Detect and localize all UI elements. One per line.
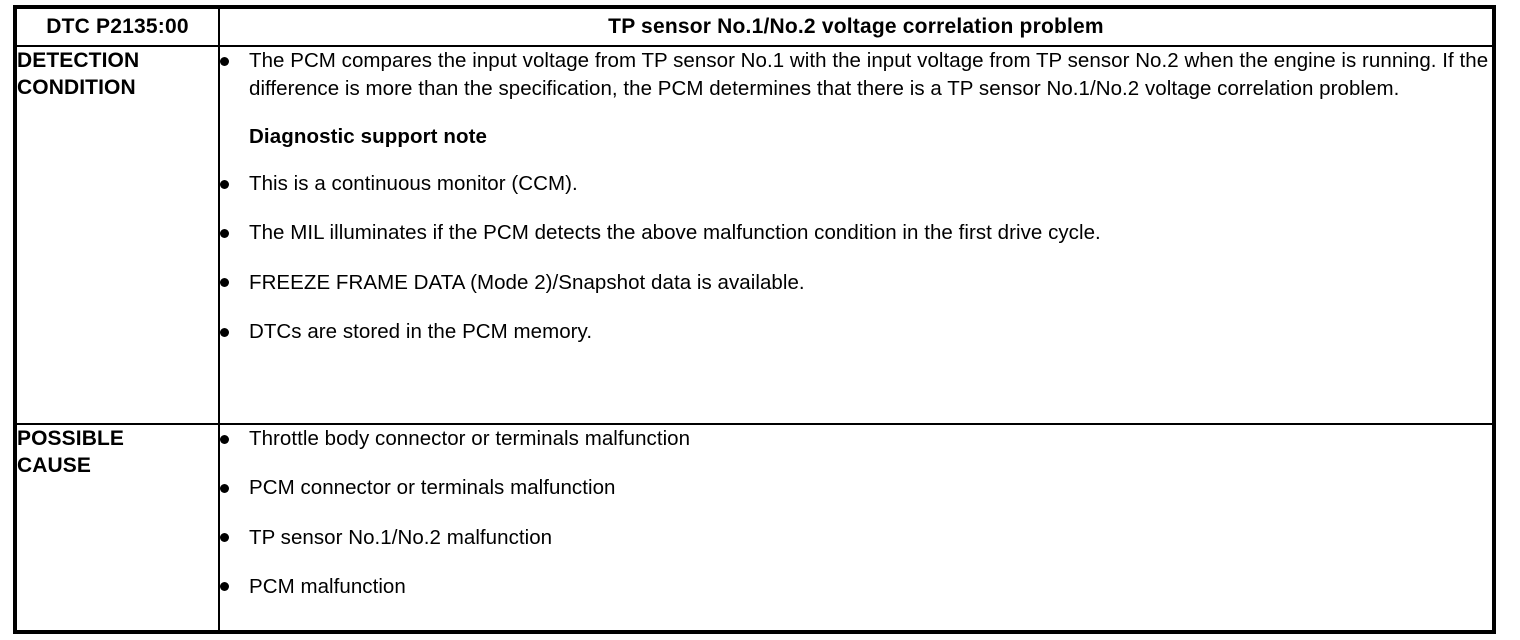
table-row-detection-condition: DETECTION CONDITION The PCM compares the… (15, 45, 1494, 425)
diagnostic-support-note-heading: Diagnostic support note (249, 124, 488, 148)
list-item: This is a continuous monitor (CCM). (220, 170, 1492, 198)
detection-condition-bullets-primary: The PCM compares the input voltage from … (220, 47, 1492, 104)
bullet-dot-icon (220, 533, 229, 543)
list-item-text: PCM connector or terminals malfunction (249, 476, 616, 500)
possible-cause-content: Throttle body connector or terminals mal… (218, 423, 1494, 632)
possible-cause-bullets: Throttle body connector or terminals mal… (220, 425, 1492, 601)
dtc-title-cell: TP sensor No.1/No.2 voltage correlation … (218, 7, 1494, 47)
dtc-table: DTC P2135:00 TP sensor No.1/No.2 voltage… (13, 5, 1496, 634)
section-label-detection-condition: DETECTION CONDITION (15, 45, 220, 425)
list-item: PCM malfunction (220, 573, 1492, 601)
bullet-dot-icon (220, 179, 229, 189)
table-row-header: DTC P2135:00 TP sensor No.1/No.2 voltage… (15, 7, 1494, 47)
bullet-dot-icon (220, 229, 229, 239)
section-label-line-1: POSSIBLE (17, 427, 124, 450)
dtc-code-cell: DTC P2135:00 (15, 7, 220, 47)
list-item-text: FREEZE FRAME DATA (Mode 2)/Snapshot data… (249, 270, 805, 294)
list-item-text: TP sensor No.1/No.2 malfunction (249, 525, 553, 549)
bullet-dot-icon (220, 327, 229, 337)
list-item: FREEZE FRAME DATA (Mode 2)/Snapshot data… (220, 269, 1492, 297)
detection-condition-content: The PCM compares the input voltage from … (218, 45, 1494, 425)
list-item: TP sensor No.1/No.2 malfunction (220, 524, 1492, 552)
list-item: Throttle body connector or terminals mal… (220, 425, 1492, 453)
list-item-text: This is a continuous monitor (CCM). (249, 172, 578, 196)
list-item-text: Throttle body connector or terminals mal… (249, 427, 691, 450)
list-item: PCM connector or terminals malfunction (220, 474, 1492, 502)
bullet-dot-icon (220, 56, 229, 66)
table-row-possible-cause: POSSIBLE CAUSE Throttle body connector o… (15, 423, 1494, 632)
list-item: The MIL illuminates if the PCM detects t… (220, 219, 1492, 247)
bullet-dot-icon (220, 434, 229, 444)
bullet-dot-icon (220, 278, 229, 288)
section-label-line-2: CONDITION (17, 76, 136, 100)
section-label-line-1: DETECTION (17, 49, 140, 72)
list-item: DTCs are stored in the PCM memory. (220, 318, 1492, 346)
detection-condition-bullets-secondary: This is a continuous monitor (CCM). The … (220, 170, 1492, 346)
section-label-possible-cause: POSSIBLE CAUSE (15, 423, 220, 632)
list-item-text: The MIL illuminates if the PCM detects t… (249, 221, 1101, 245)
bullet-dot-icon (220, 483, 229, 493)
list-item-text: PCM malfunction (249, 574, 406, 598)
section-label-line-2: CAUSE (17, 454, 92, 478)
list-item-text: DTCs are stored in the PCM memory. (249, 320, 593, 344)
list-item: The PCM compares the input voltage from … (220, 47, 1492, 104)
bullet-dot-icon (220, 582, 229, 592)
list-item-text: The PCM compares the input voltage from … (249, 49, 1489, 101)
